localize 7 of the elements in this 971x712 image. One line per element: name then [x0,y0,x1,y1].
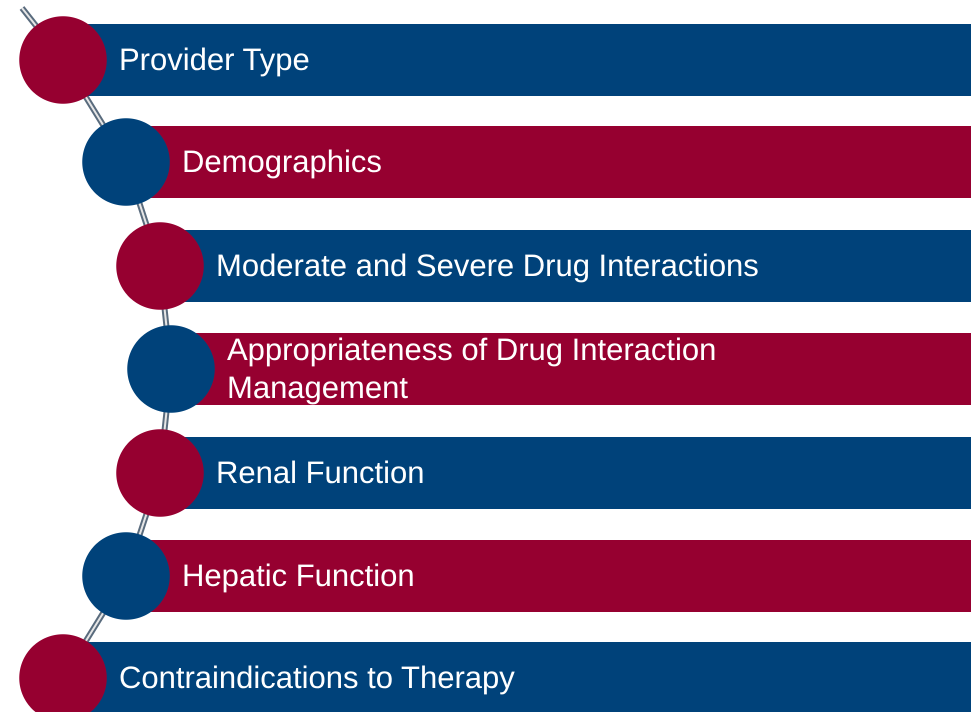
item-label: Demographics [182,143,383,181]
item-label: Contraindications to Therapy [119,659,516,697]
item-label: Appropriateness of Drug Interaction Management [227,331,718,407]
item-label: Provider Type [119,41,311,79]
item-label: Renal Function [216,454,426,492]
item-label: Hepatic Function [182,557,416,595]
item-label: Moderate and Severe Drug Interactions [216,247,760,285]
